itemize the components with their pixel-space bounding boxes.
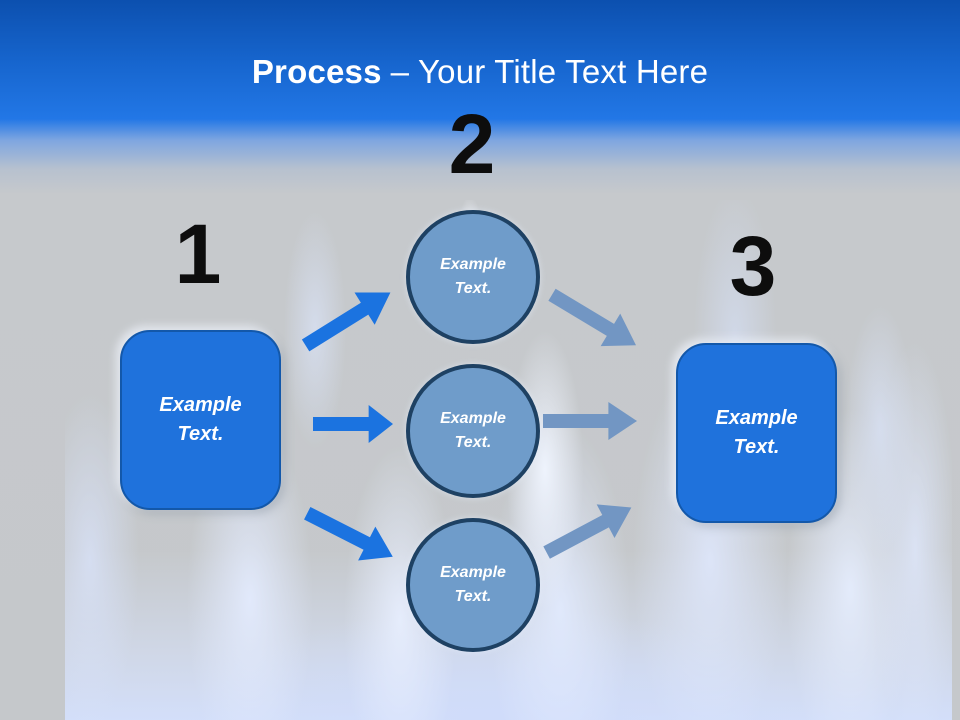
arrow-shape — [313, 405, 393, 443]
step-3-label: Example Text. — [715, 407, 798, 458]
arrow-shape — [548, 288, 637, 347]
arrow-step1-to-circle3-icon[interactable] — [297, 494, 403, 577]
step-number-3[interactable]: 3 — [729, 219, 777, 313]
title-subtitle: – Your Title Text Here — [390, 53, 709, 90]
arrow-circle1-to-step3-icon[interactable] — [541, 276, 648, 364]
arrow-circle3-to-step3-icon[interactable] — [536, 488, 641, 572]
step-2-circle-1[interactable]: Example Text. — [406, 210, 540, 344]
step-2-circle-2-label: Example Text. — [440, 410, 506, 451]
step-2-circle-2[interactable]: Example Text. — [406, 364, 540, 498]
arrow-step1-to-circle2-icon[interactable] — [313, 402, 393, 446]
slide-title[interactable]: Process– Your Title Text Here — [0, 52, 960, 92]
step-3-box[interactable]: Example Text. — [676, 343, 837, 523]
step-number-1[interactable]: 1 — [174, 207, 222, 301]
arrow-shape — [301, 292, 391, 352]
arrow-step1-to-circle1-icon[interactable] — [294, 274, 402, 364]
step-2-circle-3[interactable]: Example Text. — [406, 518, 540, 652]
step-1-box[interactable]: Example Text. — [120, 330, 281, 510]
step-number-2[interactable]: 2 — [448, 97, 496, 191]
step-1-label: Example Text. — [159, 394, 242, 445]
arrow-shape — [543, 504, 632, 559]
arrow-shape — [304, 506, 393, 561]
arrow-shape — [543, 402, 637, 440]
step-2-circle-1-label: Example Text. — [440, 256, 506, 297]
step-2-circle-3-label: Example Text. — [440, 564, 506, 605]
arrow-circle2-to-step3-icon[interactable] — [543, 399, 637, 443]
title-keyword: Process — [251, 53, 382, 90]
